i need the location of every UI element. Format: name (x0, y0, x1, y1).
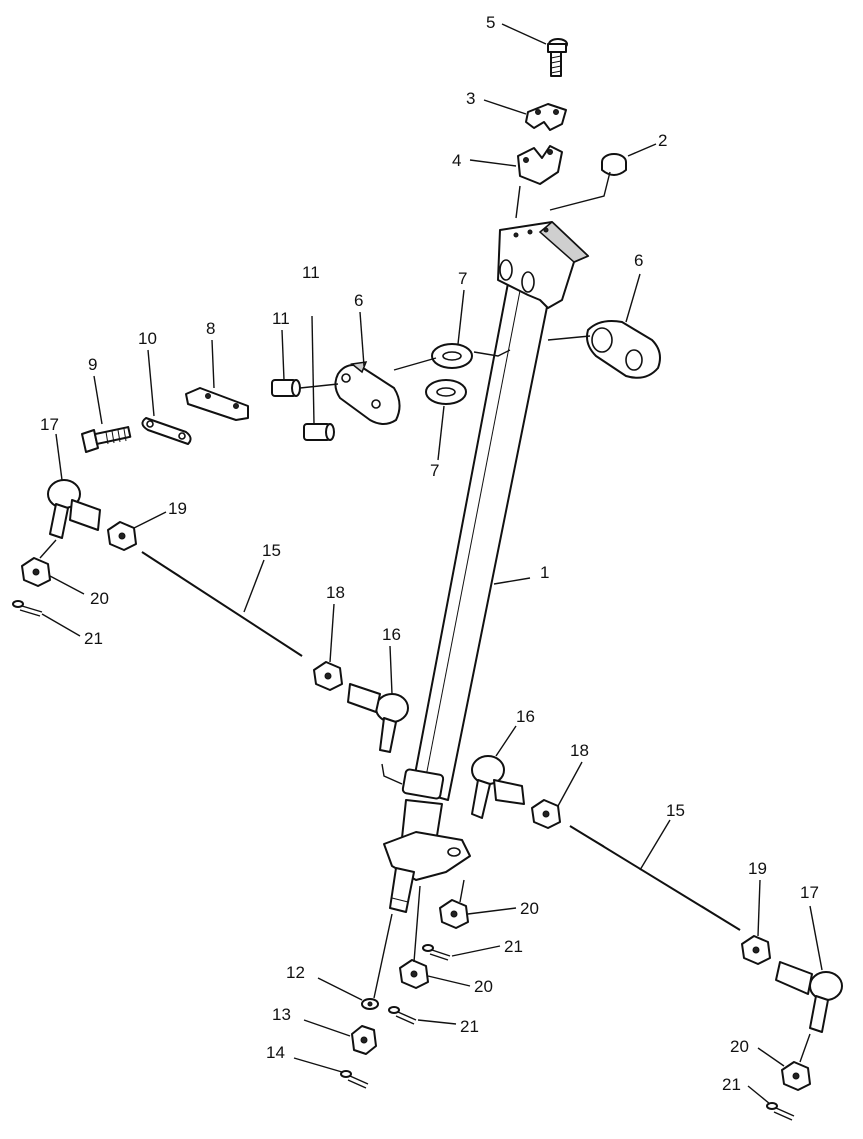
part-18-nut-upper (313, 661, 343, 691)
callout-1: 1 (540, 563, 549, 582)
part-16-tie-rod-end-upper (347, 683, 409, 753)
part-17-tie-rod-end-right (775, 961, 843, 1033)
part-21-cotter-pin-center-upper (422, 944, 451, 961)
callout-2: 2 (658, 131, 667, 150)
callout-15-left: 15 (262, 541, 281, 560)
part-6-bracket-left (334, 361, 401, 425)
part-2-cap (601, 153, 627, 176)
part-12-washer (361, 998, 379, 1010)
part-7-washer-lower (425, 379, 467, 405)
callout-labels: 1 2 3 4 5 6 6 7 7 8 9 10 11 11 12 13 14 … (40, 13, 819, 1094)
part-7-washer-upper (431, 343, 473, 369)
callout-21-center-upper: 21 (504, 937, 523, 956)
callout-8: 8 (206, 319, 215, 338)
callout-18-upper: 18 (326, 583, 345, 602)
part-21-cotter-pin-right (766, 1102, 795, 1121)
callout-17-left: 17 (40, 415, 59, 434)
part-15-tie-rod-left (141, 551, 303, 657)
part-10-link (141, 417, 192, 445)
callout-18-lower: 18 (570, 741, 589, 760)
callout-21-center-lower: 21 (460, 1017, 479, 1036)
part-13-nut (351, 1025, 377, 1055)
callout-16-upper: 16 (382, 625, 401, 644)
part-19-nut-left (107, 521, 137, 551)
assembly-lines (39, 171, 811, 1063)
callout-5: 5 (486, 13, 495, 32)
callout-16-lower: 16 (516, 707, 535, 726)
callout-11-upper: 11 (302, 263, 320, 282)
part-1-steering-shaft (383, 220, 590, 913)
part-20-nut-left (21, 557, 51, 587)
part-19-nut-right (741, 935, 771, 965)
callout-6-right: 6 (634, 251, 643, 270)
callout-6-left: 6 (354, 291, 363, 310)
callout-13: 13 (272, 1005, 291, 1024)
part-15-tie-rod-right (569, 825, 741, 931)
callout-19-right: 19 (748, 859, 767, 878)
callout-20-center-upper: 20 (520, 899, 539, 918)
part-20-nut-center-upper (439, 899, 469, 929)
callout-7-lower: 7 (430, 461, 439, 480)
part-20-nut-right (781, 1061, 811, 1091)
callout-19-left: 19 (168, 499, 187, 518)
callout-21-left: 21 (84, 629, 103, 648)
part-18-nut-lower (531, 799, 561, 829)
callout-14: 14 (266, 1043, 285, 1062)
callout-20-right: 20 (730, 1037, 749, 1056)
callout-11-lower: 11 (272, 309, 290, 328)
part-16-tie-rod-end-lower (471, 755, 525, 819)
callout-12: 12 (286, 963, 305, 982)
callout-15-right: 15 (666, 801, 685, 820)
callout-10: 10 (138, 329, 157, 348)
callout-20-left: 20 (90, 589, 109, 608)
callout-21-right: 21 (722, 1075, 741, 1094)
part-21-cotter-pin-center-lower (388, 1006, 417, 1025)
part-14-cotter-pin (340, 1070, 369, 1089)
part-21-cotter-pin-left (12, 600, 43, 617)
callout-4: 4 (452, 151, 461, 170)
part-6-bracket-right (586, 320, 661, 379)
callout-9: 9 (88, 355, 97, 374)
callout-17-right: 17 (800, 883, 819, 902)
callout-leaders (41, 23, 823, 1105)
callout-3: 3 (466, 89, 475, 108)
part-11-bushing-lower (303, 423, 335, 441)
part-17-tie-rod-end-left (47, 479, 101, 539)
part-5-bolt (547, 38, 568, 77)
part-8-link-plate (185, 387, 249, 421)
part-11-bushing-upper (271, 379, 301, 397)
part-4-clamp-bottom (517, 145, 563, 185)
callout-7-upper: 7 (458, 269, 467, 288)
callout-20-center-lower: 20 (474, 977, 493, 996)
part-3-clamp-top (525, 103, 567, 131)
part-20-nut-center-lower (399, 959, 429, 989)
part-9-bolt (81, 426, 132, 453)
